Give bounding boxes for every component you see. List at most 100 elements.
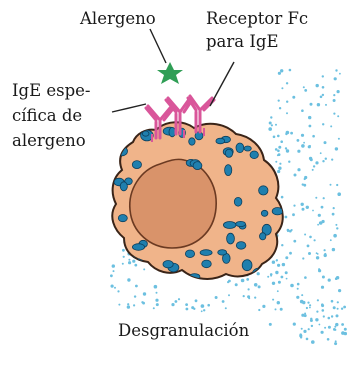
released-granule-dot [322, 94, 324, 96]
released-granule-dot [315, 161, 318, 164]
released-granule-dot [341, 323, 344, 326]
released-granule-dot [142, 302, 145, 305]
released-granule-dot [272, 261, 275, 264]
granule [142, 131, 149, 136]
released-granule-dot [318, 269, 321, 272]
granule [225, 165, 232, 176]
released-granule-dot [117, 290, 119, 292]
released-granule-dot [280, 308, 283, 311]
released-granule-dot [312, 210, 314, 212]
released-granule-dot [248, 288, 250, 290]
granule [236, 143, 244, 153]
released-granule-dot [269, 323, 272, 326]
released-granule-dot [243, 295, 245, 297]
released-granule-dot [133, 304, 135, 306]
released-granule-dot [302, 183, 304, 185]
released-granule-dot [322, 309, 325, 312]
released-granule-dot [289, 230, 292, 233]
released-granule-dot [278, 153, 281, 156]
released-granule-dot [303, 330, 306, 333]
released-granule-dot [286, 278, 288, 280]
released-granule-dot [309, 236, 312, 239]
released-granule-dot [178, 298, 180, 300]
granule [185, 250, 194, 258]
released-granule-dot [275, 308, 277, 310]
granule [260, 233, 266, 240]
released-granule-dot [339, 73, 341, 75]
released-granule-dot [278, 146, 281, 149]
released-granule-dot [337, 308, 339, 310]
released-granule-dot [328, 279, 331, 282]
released-granule-dot [306, 338, 309, 341]
released-granule-dot [285, 271, 288, 274]
released-granule-dot [302, 208, 305, 211]
released-granule-dot [281, 196, 284, 199]
released-granule-dot [297, 150, 300, 153]
released-granule-dot [275, 148, 278, 151]
granule [216, 138, 225, 144]
released-granule-dot [330, 184, 332, 186]
released-granule-dot [310, 318, 312, 320]
released-granule-dot [317, 299, 319, 301]
released-granule-dot [335, 224, 337, 226]
released-granule-dot [306, 307, 308, 309]
released-granule-dot [281, 276, 284, 279]
released-granule-dot [254, 297, 256, 299]
released-granule-dot [308, 252, 311, 255]
label-receptor-line2: para IgE [206, 31, 279, 53]
released-granule-dot [293, 323, 296, 326]
released-granule-dot [258, 285, 261, 288]
released-granule-dot [228, 280, 231, 283]
released-granule-dot [303, 86, 305, 88]
released-granule-dot [275, 161, 277, 163]
released-granule-dot [134, 295, 136, 297]
released-granule-dot [316, 311, 318, 313]
released-granule-dot [279, 107, 281, 109]
released-granule-dot [262, 305, 265, 308]
granule [189, 138, 195, 145]
released-granule-dot [155, 299, 158, 302]
granule [244, 146, 251, 151]
released-granule-dot [267, 276, 269, 278]
released-granule-dot [277, 264, 280, 267]
granule [236, 221, 246, 226]
released-granule-dot [335, 69, 337, 71]
granule [163, 261, 173, 268]
released-granule-dot [248, 297, 250, 299]
released-granule-dot [324, 141, 327, 144]
released-granule-dot [293, 205, 295, 207]
label-ige-line2: cífica de [12, 105, 82, 127]
released-granule-dot [277, 290, 279, 292]
released-granule-dot [287, 230, 289, 232]
granule [169, 127, 175, 136]
released-granule-dot [122, 263, 124, 265]
released-granule-dot [344, 328, 347, 331]
label-ige-line1: IgE espe- [12, 80, 91, 102]
label-allergen: Alergeno [80, 8, 156, 30]
released-granule-dot [293, 240, 296, 243]
released-granule-dot [304, 234, 306, 236]
released-granule-dot [316, 84, 319, 87]
released-granule-dot [228, 294, 230, 296]
label-receptor-line1: Receptor Fc [206, 8, 308, 30]
released-granule-dot [279, 163, 281, 165]
released-granule-dot [288, 161, 290, 163]
released-granule-dot [338, 138, 340, 140]
released-granule-dot [322, 276, 325, 279]
released-granule-dot [330, 239, 332, 241]
allergen-star [157, 62, 183, 84]
released-granule-dot [254, 283, 258, 287]
granule [218, 250, 227, 255]
released-granule-dot [302, 301, 305, 304]
released-granule-dot [153, 307, 155, 309]
released-granule-dot [309, 304, 311, 306]
released-granule-dot [286, 112, 288, 114]
released-granule-dot [316, 256, 319, 259]
released-granule-dot [323, 315, 325, 317]
released-granule-dot [333, 99, 336, 102]
released-granule-dot [322, 160, 324, 162]
released-granule-dot [312, 135, 315, 138]
released-granule-dot [333, 234, 337, 238]
released-granule-dot [290, 284, 294, 288]
granule [193, 162, 202, 170]
